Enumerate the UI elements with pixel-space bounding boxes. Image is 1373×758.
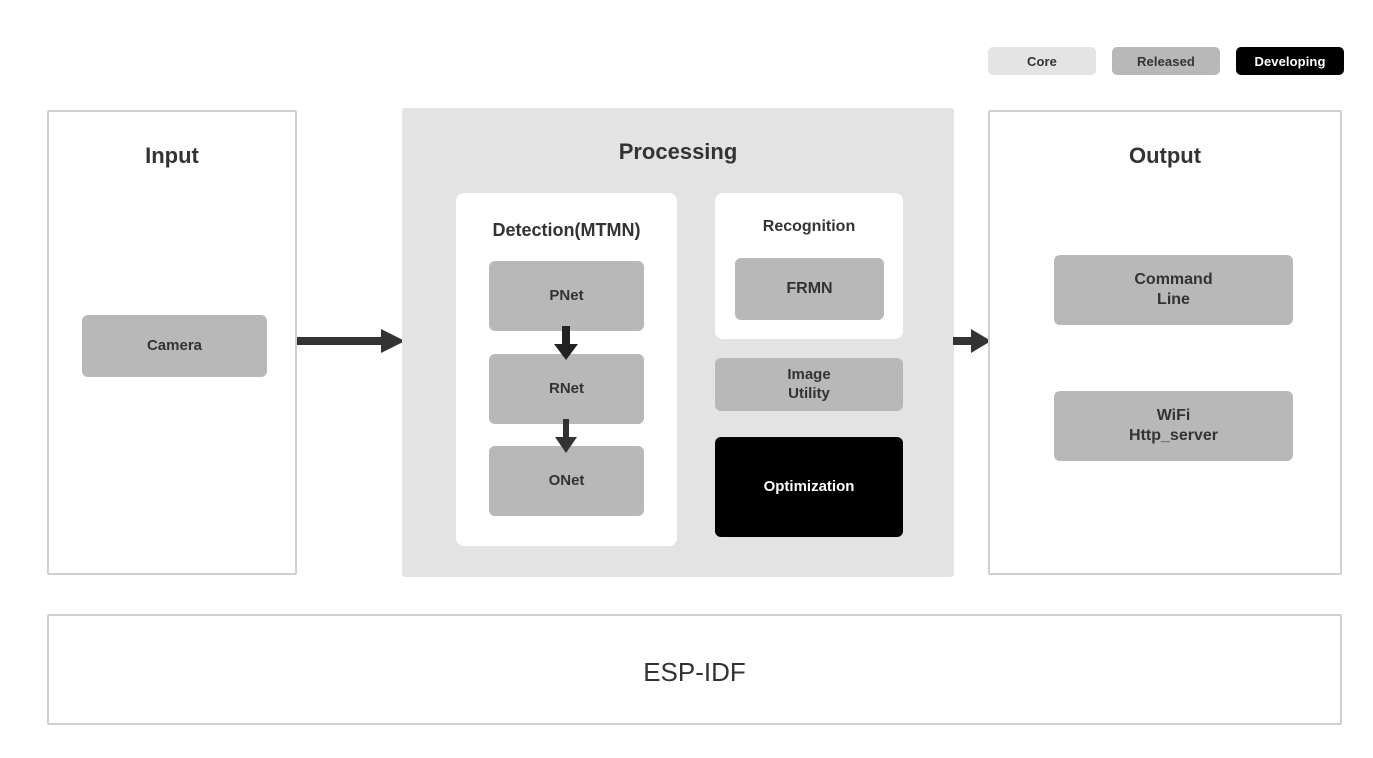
card-recognition: Recognition FRMN bbox=[715, 193, 903, 339]
box-command-line-label: Command Line bbox=[1134, 270, 1212, 310]
box-wifi-http-server-label: WiFi Http_server bbox=[1129, 406, 1218, 446]
arrow-input-to-processing-icon bbox=[297, 329, 405, 353]
box-pnet: PNet bbox=[489, 261, 644, 331]
box-rnet: RNet bbox=[489, 354, 644, 424]
legend-chip-released: Released bbox=[1112, 47, 1220, 75]
box-command-line-line1: Command bbox=[1134, 271, 1213, 288]
esp-idf-label: ESP-IDF bbox=[643, 657, 746, 687]
legend-chip-released-label: Released bbox=[1137, 53, 1195, 69]
box-wifi-line2: Http_server bbox=[1129, 427, 1218, 444]
card-detection: Detection(MTMN) PNet RNet ONet bbox=[456, 193, 677, 546]
panel-esp-idf: ESP-IDF bbox=[47, 614, 1342, 725]
box-onet-label: ONet bbox=[548, 471, 585, 489]
box-wifi-line1: WiFi bbox=[1156, 407, 1191, 424]
box-image-utility: Image Utility bbox=[715, 358, 903, 411]
arrow-pnet-to-rnet-icon bbox=[554, 326, 578, 360]
box-image-utility-label: Image Utility bbox=[787, 366, 830, 404]
box-frmn: FRMN bbox=[735, 258, 884, 320]
box-rnet-label: RNet bbox=[548, 379, 584, 397]
legend-chip-developing: Developing bbox=[1236, 47, 1344, 75]
legend-chip-developing-label: Developing bbox=[1254, 53, 1326, 69]
panel-output-title: Output bbox=[1128, 143, 1202, 168]
card-detection-title: Detection(MTMN) bbox=[492, 220, 641, 240]
box-camera-label: Camera bbox=[146, 336, 203, 354]
box-optimization-label: Optimization bbox=[763, 477, 855, 495]
legend: Core Released Developing bbox=[988, 47, 1344, 75]
box-command-line: Command Line bbox=[1054, 255, 1293, 325]
box-onet: ONet bbox=[489, 446, 644, 516]
panel-processing-title: Processing bbox=[618, 139, 738, 164]
box-camera: Camera bbox=[82, 315, 267, 377]
legend-chip-core-label: Core bbox=[1026, 53, 1058, 69]
panel-output: Output Command Line WiFi Http_server bbox=[988, 110, 1342, 575]
legend-chip-core: Core bbox=[988, 47, 1096, 75]
box-pnet-label: PNet bbox=[549, 286, 584, 304]
panel-processing: Processing Detection(MTMN) PNet RNet ONe… bbox=[402, 108, 954, 577]
panel-input-title: Input bbox=[145, 143, 199, 168]
box-wifi-http-server: WiFi Http_server bbox=[1054, 391, 1293, 461]
box-frmn-label: FRMN bbox=[786, 280, 833, 297]
arrow-rnet-to-onet-icon bbox=[555, 419, 577, 453]
box-image-utility-line2: Utility bbox=[788, 384, 830, 402]
card-recognition-title: Recognition bbox=[762, 218, 856, 235]
box-command-line-line2: Line bbox=[1157, 291, 1190, 308]
panel-input: Input Camera bbox=[47, 110, 297, 575]
box-optimization: Optimization bbox=[715, 437, 903, 537]
box-image-utility-line1: Image bbox=[787, 365, 831, 383]
arrow-processing-to-output-icon bbox=[953, 329, 991, 353]
